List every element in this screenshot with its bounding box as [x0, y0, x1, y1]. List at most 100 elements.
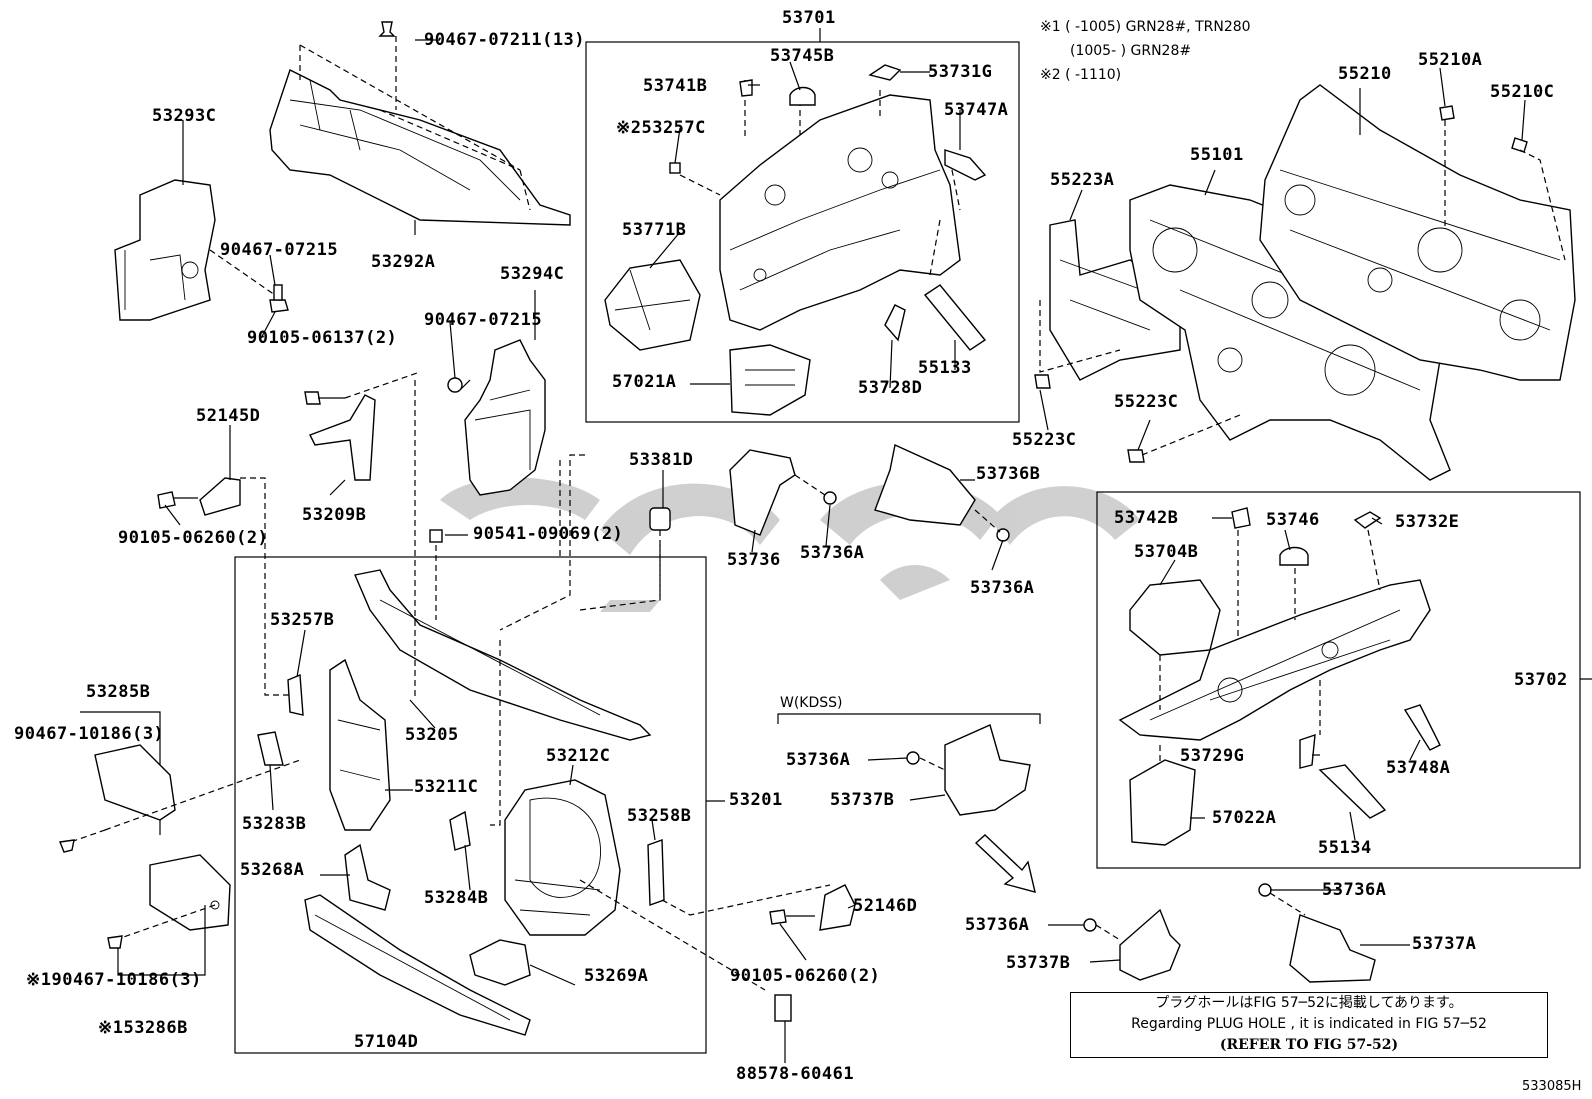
- label-52145D: 52145D: [196, 406, 261, 426]
- label-55223C-2: 55223C: [1012, 430, 1077, 450]
- label-53212C: 53212C: [546, 746, 611, 766]
- clip-55210C: [1511, 137, 1528, 153]
- bracket-53257B: [287, 673, 304, 716]
- label-57021A: 57021A: [612, 372, 677, 392]
- label-53732E: 53732E: [1395, 512, 1460, 532]
- label-90105-06137: 90105-06137(2): [247, 328, 398, 348]
- label-53268A: 53268A: [240, 860, 305, 880]
- bracket-53268A: [344, 843, 391, 911]
- cushion-53381D: [649, 507, 671, 531]
- insulator-53737A: [1289, 914, 1376, 983]
- apron-53701: [719, 94, 961, 331]
- label-90467-07215-a: 90467-07215: [220, 240, 339, 260]
- clip-53736A-e: [1258, 883, 1272, 897]
- label-53285B: 53285B: [86, 682, 151, 702]
- legend-line-1: ※1 ( -1005) GRN28#, TRN280: [1040, 19, 1251, 35]
- bracket-53258B: [647, 839, 665, 906]
- label-53771B: 53771B: [622, 220, 687, 240]
- box-53702-group: [1096, 491, 1581, 869]
- label-53736A-5: 53736A: [1322, 880, 1387, 900]
- bracket-53746: [1279, 546, 1309, 566]
- insulator-53737B-a: [944, 724, 1031, 816]
- clip-53736A-c: [906, 751, 920, 765]
- nut-55223C-b: [1127, 449, 1145, 463]
- label-53736A-1: 53736A: [800, 543, 865, 563]
- note-english: Regarding PLUG HOLE , it is indicated in…: [1131, 1016, 1487, 1032]
- brace-53748A: [1403, 704, 1441, 751]
- label-53201: 53201: [729, 790, 783, 810]
- bolt-90105-06260-a: [157, 491, 198, 509]
- clip-53736A-a: [823, 491, 837, 505]
- bracket-52145D: [199, 477, 241, 516]
- upper-support-53205: [354, 569, 652, 741]
- brace-53747A: [944, 149, 987, 181]
- bracket-53732E: [1353, 511, 1382, 529]
- label-53381D: 53381D: [629, 450, 694, 470]
- label-53283B: 53283B: [242, 814, 307, 834]
- arrow-indicator: [974, 834, 1036, 893]
- clip-90467-07215: [447, 377, 463, 393]
- cover-57022A: [1129, 759, 1196, 846]
- label-53747A: 53747A: [944, 100, 1009, 120]
- support-53212C: [504, 779, 621, 936]
- label-53284B: 53284B: [424, 888, 489, 908]
- insulator-53737B-b: [1119, 908, 1181, 981]
- cover-57021A: [729, 344, 811, 416]
- label-57104D: 57104D: [354, 1032, 419, 1052]
- label-53211C: 53211C: [414, 777, 479, 797]
- bracket-53269A: [469, 939, 531, 986]
- label-53737A: 53737A: [1412, 934, 1477, 954]
- label-55134: 55134: [1318, 838, 1372, 858]
- bracket-53283B: [257, 731, 284, 766]
- side-support-53211C: [329, 658, 391, 831]
- label-53736A-2: 53736A: [970, 578, 1035, 598]
- bracket-52146D: [819, 884, 856, 931]
- clip-53729G: [1299, 733, 1316, 769]
- label-53737B-2: 53737B: [1006, 953, 1071, 973]
- label-53294C: 53294C: [500, 264, 565, 284]
- insulator-53736: [729, 449, 796, 536]
- label-53745B: 53745B: [770, 46, 835, 66]
- label-55223A: 55223A: [1050, 170, 1115, 190]
- label-53292A: 53292A: [371, 252, 436, 272]
- bracket-53742B: [1231, 507, 1251, 529]
- watermark-logo: [440, 477, 1140, 612]
- label-90467-07211: 90467-07211(13): [424, 30, 586, 50]
- label-88578-60461: 88578-60461: [736, 1064, 855, 1084]
- label-53258B: 53258B: [627, 806, 692, 826]
- clip-53736A-d: [1083, 918, 1097, 932]
- label-53701: 53701: [782, 8, 836, 28]
- bolt-90105-06260-b: [769, 909, 815, 925]
- clip-90467-10186-a: [59, 839, 75, 853]
- label-53728D: 53728D: [858, 378, 923, 398]
- label-53731G: 53731G: [928, 62, 993, 82]
- label-53746: 53746: [1266, 510, 1320, 530]
- leader-lines: [164, 28, 1526, 1063]
- insulator-53736B: [874, 443, 976, 526]
- label-55210C: 55210C: [1490, 82, 1555, 102]
- bracket-53284B: [449, 810, 471, 851]
- cover-53286B: [149, 854, 231, 931]
- legend-line-3: ※2 ( -1110): [1040, 67, 1122, 83]
- note-box: プラグホールはFIG 57─52に掲載してあります。 Regarding PLU…: [1070, 992, 1548, 1058]
- bracket-53293C: [114, 179, 216, 321]
- clip-53728D: [884, 304, 906, 342]
- bolt-90105-06137-b: [304, 391, 345, 405]
- label-53736B: 53736B: [976, 464, 1041, 484]
- apron-53702: [1118, 579, 1431, 741]
- clip-53257C: [669, 162, 681, 174]
- label-55210A: 55210A: [1418, 50, 1483, 70]
- label-53269A: 53269A: [584, 966, 649, 986]
- clip-90541-09069: [429, 529, 443, 543]
- box-53701-group: [585, 41, 1020, 423]
- brace-55134: [1318, 764, 1387, 819]
- label-53209B: 53209B: [302, 505, 367, 525]
- label-55133: 55133: [918, 358, 972, 378]
- label-88578-60461: [774, 994, 792, 1022]
- label-53702: 53702: [1514, 670, 1568, 690]
- label-53736: 53736: [727, 550, 781, 570]
- label-55223C-1: 55223C: [1114, 392, 1179, 412]
- duct-53294C: [464, 339, 546, 496]
